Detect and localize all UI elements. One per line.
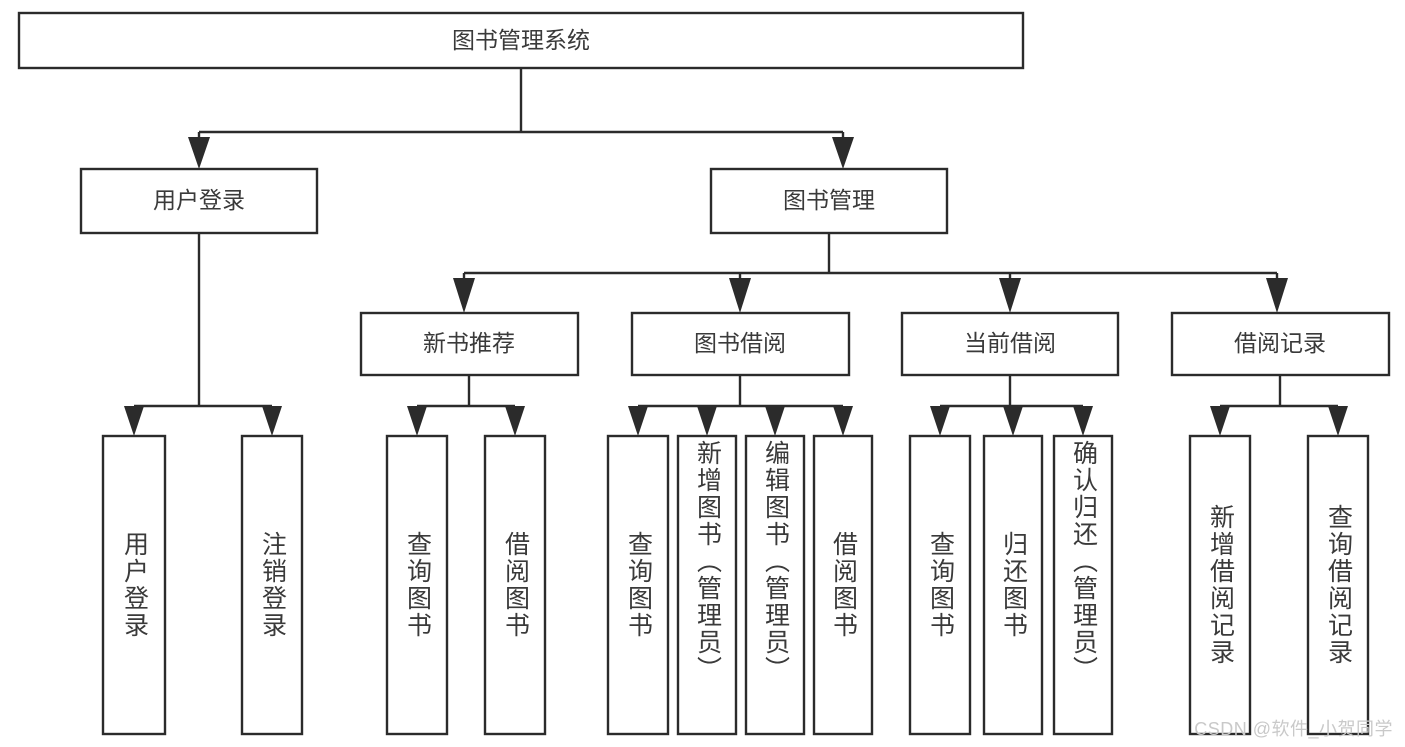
node-current-borrow-label: 当前借阅 xyxy=(964,330,1056,356)
arrow-head-return-book xyxy=(1003,406,1023,436)
leaf-box-group xyxy=(101,434,1370,736)
arrow-head-leaf-logout xyxy=(262,406,282,436)
node-borrow-record-box[interactable] xyxy=(1170,311,1391,377)
node-new-book-recommend-box[interactable] xyxy=(359,311,580,377)
leaf-box-borrow-book[interactable] xyxy=(812,434,874,736)
arrow-head-add-borrow-record xyxy=(1210,406,1230,436)
leaf-box-query-book-rec[interactable] xyxy=(385,434,449,736)
arrow-head-query-book-1 xyxy=(407,406,427,436)
node-root-system-label: 图书管理系统 xyxy=(452,27,590,53)
arrow-head-book-borrow xyxy=(729,278,751,313)
node-new-book-recommend[interactable]: 新书推荐 xyxy=(359,311,580,377)
arrow-head-borrow-record xyxy=(1266,278,1288,313)
connector-group-user-login xyxy=(124,233,282,436)
arrow-head-book-mgmt xyxy=(832,137,854,169)
arrow-head-new-book-rec xyxy=(453,278,475,313)
arrow-head-user-login xyxy=(188,137,210,169)
leaf-box-query-book-current[interactable] xyxy=(908,434,972,736)
connector-group-borrow-record xyxy=(1210,375,1348,436)
arrow-head-edit-book xyxy=(765,406,785,436)
node-current-borrow-box[interactable] xyxy=(900,311,1120,377)
arrow-head-borrow-book-1 xyxy=(505,406,525,436)
node-borrow-record-label: 借阅记录 xyxy=(1234,330,1326,356)
arrow-head-query-borrow-record xyxy=(1328,406,1348,436)
leaf-box-return-book[interactable] xyxy=(982,434,1044,736)
node-user-login-label: 用户登录 xyxy=(153,187,245,213)
node-new-book-recommend-label: 新书推荐 xyxy=(423,330,515,356)
leaf-box-logout[interactable] xyxy=(240,434,304,736)
leaf-box-confirm-return[interactable] xyxy=(1052,434,1114,736)
connector-group-book-mgmt xyxy=(453,233,1288,313)
node-borrow-record[interactable]: 借阅记录 xyxy=(1170,311,1391,377)
leaf-box-query-book-borrow[interactable] xyxy=(606,434,670,736)
node-book-borrow[interactable]: 图书借阅 xyxy=(630,311,851,377)
arrow-head-query-book-2 xyxy=(628,406,648,436)
arrow-head-borrow-book-2 xyxy=(833,406,853,436)
arrow-head-confirm-return xyxy=(1073,406,1093,436)
node-user-login[interactable]: 用户登录 xyxy=(79,167,319,235)
connector-group-book-borrow xyxy=(628,375,853,436)
node-root-system-box[interactable] xyxy=(17,11,1025,70)
arrow-head-current-borrow xyxy=(999,278,1021,313)
node-book-management[interactable]: 图书管理 xyxy=(709,167,949,235)
node-book-management-label: 图书管理 xyxy=(783,187,875,213)
connector-group-current-borrow xyxy=(930,375,1093,436)
node-book-borrow-label: 图书借阅 xyxy=(694,330,786,356)
leaf-box-add-book-admin[interactable] xyxy=(676,434,738,736)
arrow-head-leaf-user-login xyxy=(124,406,144,436)
leaf-box-query-borrow-record[interactable] xyxy=(1306,434,1370,736)
node-root-system[interactable]: 图书管理系统 xyxy=(17,11,1025,70)
arrow-head-query-book-3 xyxy=(930,406,950,436)
leaf-box-edit-book-admin[interactable] xyxy=(744,434,806,736)
node-book-management-box[interactable] xyxy=(709,167,949,235)
node-user-login-box[interactable] xyxy=(79,167,319,235)
connector-group-root xyxy=(188,68,854,169)
leaf-box-add-borrow-record[interactable] xyxy=(1188,434,1252,736)
leaf-box-borrow-book-rec[interactable] xyxy=(483,434,547,736)
node-book-borrow-box[interactable] xyxy=(630,311,851,377)
leaf-box-user-login[interactable] xyxy=(101,434,167,736)
connector-group-new-book-rec xyxy=(407,375,525,436)
node-current-borrow[interactable]: 当前借阅 xyxy=(900,311,1120,377)
arrow-head-add-book xyxy=(697,406,717,436)
